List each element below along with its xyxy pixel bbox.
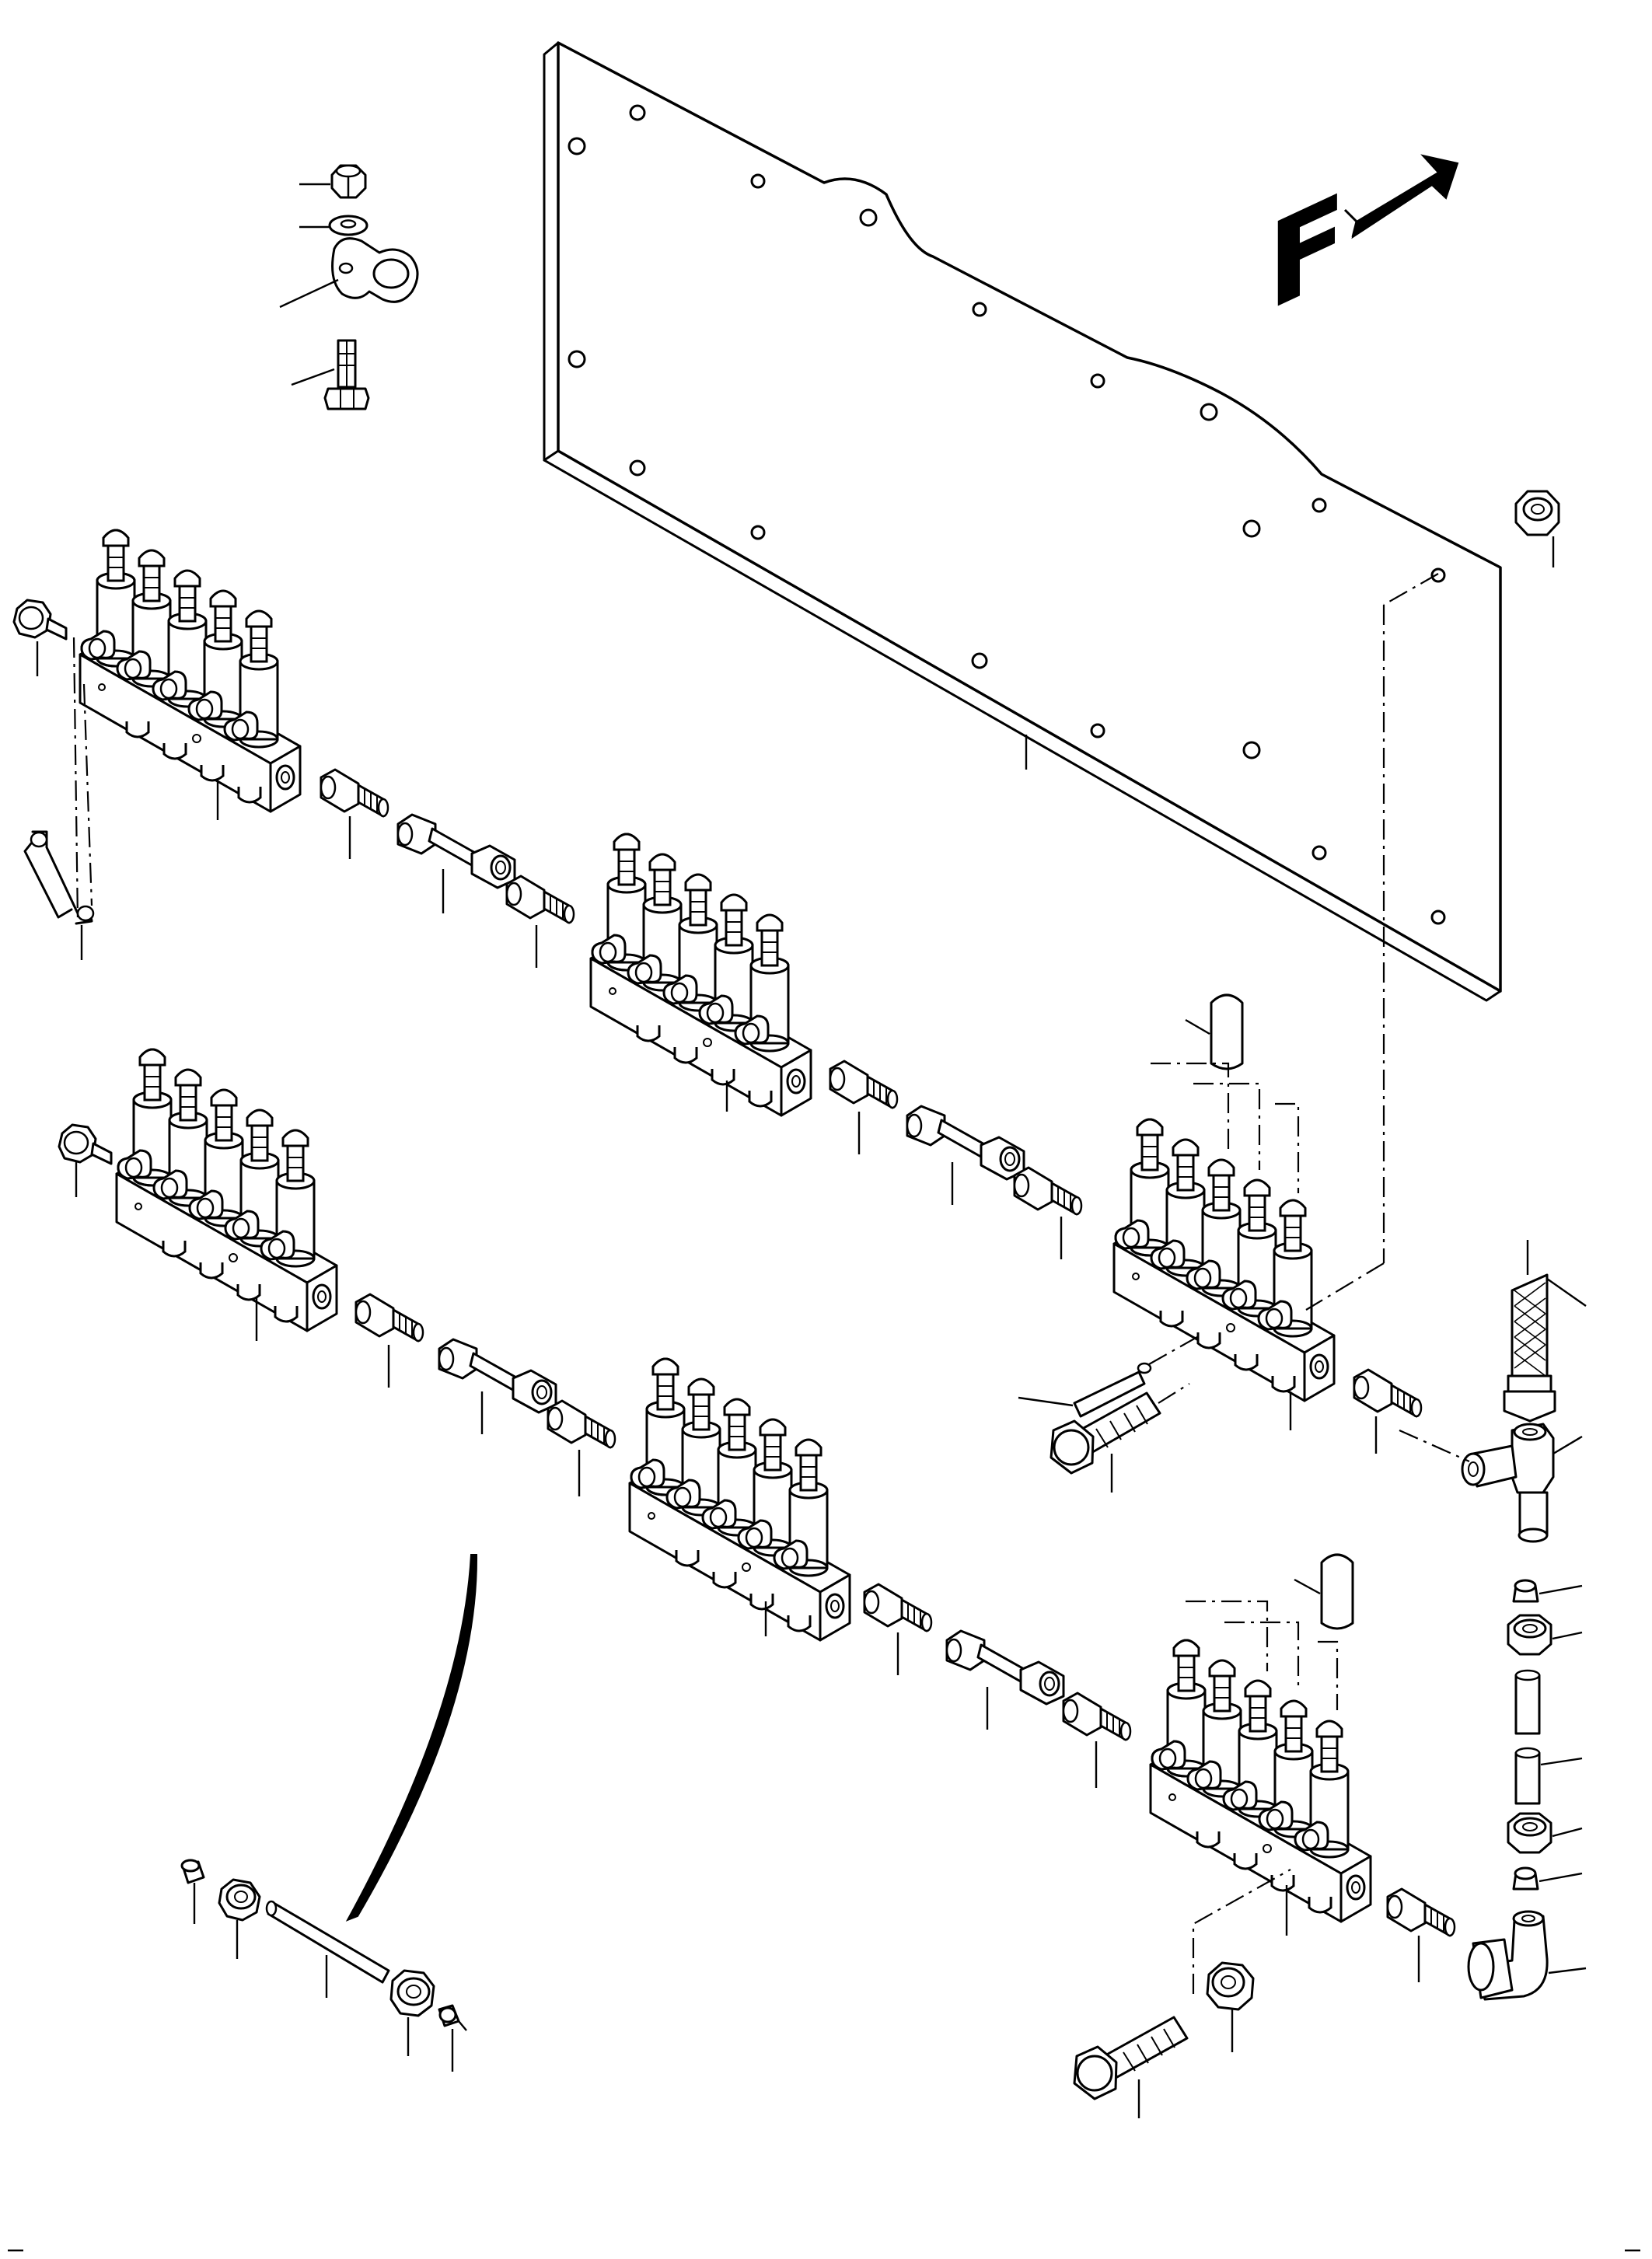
olive-2 <box>1512 1866 1539 1891</box>
adapter-fitting-1 <box>320 768 389 818</box>
plate-nut <box>1514 490 1560 536</box>
clip-washer <box>328 215 368 236</box>
plug-screw-1 <box>12 599 68 641</box>
cap-1 <box>1210 993 1244 1070</box>
distributor-block-4 <box>117 1049 337 1331</box>
connecting-tube-3 <box>438 1338 557 1414</box>
adapter-fitting-4 <box>1013 1166 1083 1216</box>
distributor-block-6 <box>1151 1640 1371 1922</box>
clip-nut <box>330 164 367 199</box>
connecting-tube-2 <box>906 1105 1025 1181</box>
clip-bolt <box>323 339 370 410</box>
distributor-block-1 <box>80 530 300 812</box>
hose <box>1503 1273 1556 1423</box>
adapter-fitting-3 <box>829 1060 899 1109</box>
plate-holes <box>568 104 1446 925</box>
pipe-clip <box>331 237 419 303</box>
detail-olive-2 <box>438 2004 460 2027</box>
connecting-tube-1 <box>396 813 516 889</box>
adapter-fitting-5 <box>1353 1368 1423 1418</box>
detail-nut-2 <box>389 1969 435 2017</box>
clip-assembly <box>279 164 419 410</box>
mounting-bolt-1 <box>1050 1391 1161 1475</box>
direction-letter: F <box>1267 166 1346 339</box>
detail-nut-1 <box>218 1878 261 1922</box>
detail-tube <box>265 1900 390 1984</box>
detail-callout <box>345 1554 478 1922</box>
plug-screw-2 <box>58 1123 113 1165</box>
adapter-fitting-8 <box>863 1583 933 1632</box>
pin <box>1073 1362 1152 1418</box>
cap-1-guides <box>1151 1062 1300 1193</box>
distributor-block-3 <box>1114 1119 1334 1401</box>
connecting-tube-4 <box>945 1629 1065 1706</box>
adapter-fitting-6 <box>354 1293 424 1342</box>
cap-2-guides <box>1186 1600 1339 1710</box>
union-nut-1 <box>1507 1614 1552 1656</box>
distributor-block-2 <box>591 834 811 1116</box>
mounting-plate <box>543 41 1502 1002</box>
adapter-fitting-10 <box>1386 1887 1456 1937</box>
mounting-bolt-2 <box>1073 2016 1189 2100</box>
olive-1 <box>1512 1579 1539 1603</box>
direction-indicator: F <box>1267 154 1459 339</box>
pipe-segment <box>1514 1669 1541 1805</box>
bridge-pipe <box>23 830 95 925</box>
detail-olive-1 <box>180 1859 205 1884</box>
adapter-fitting-9 <box>1062 1692 1132 1741</box>
distributor-block-5 <box>630 1359 850 1640</box>
elbow-fitting <box>1467 1910 1549 2001</box>
adapter-fitting-2 <box>505 875 575 924</box>
union-nut-2 <box>1507 1812 1552 1854</box>
adapter-fitting-7 <box>547 1399 616 1449</box>
cap-2 <box>1320 1553 1354 1630</box>
tee-fitting <box>1461 1423 1555 1543</box>
lock-nut <box>1206 1961 1255 2011</box>
arrow-icon <box>1351 154 1459 239</box>
